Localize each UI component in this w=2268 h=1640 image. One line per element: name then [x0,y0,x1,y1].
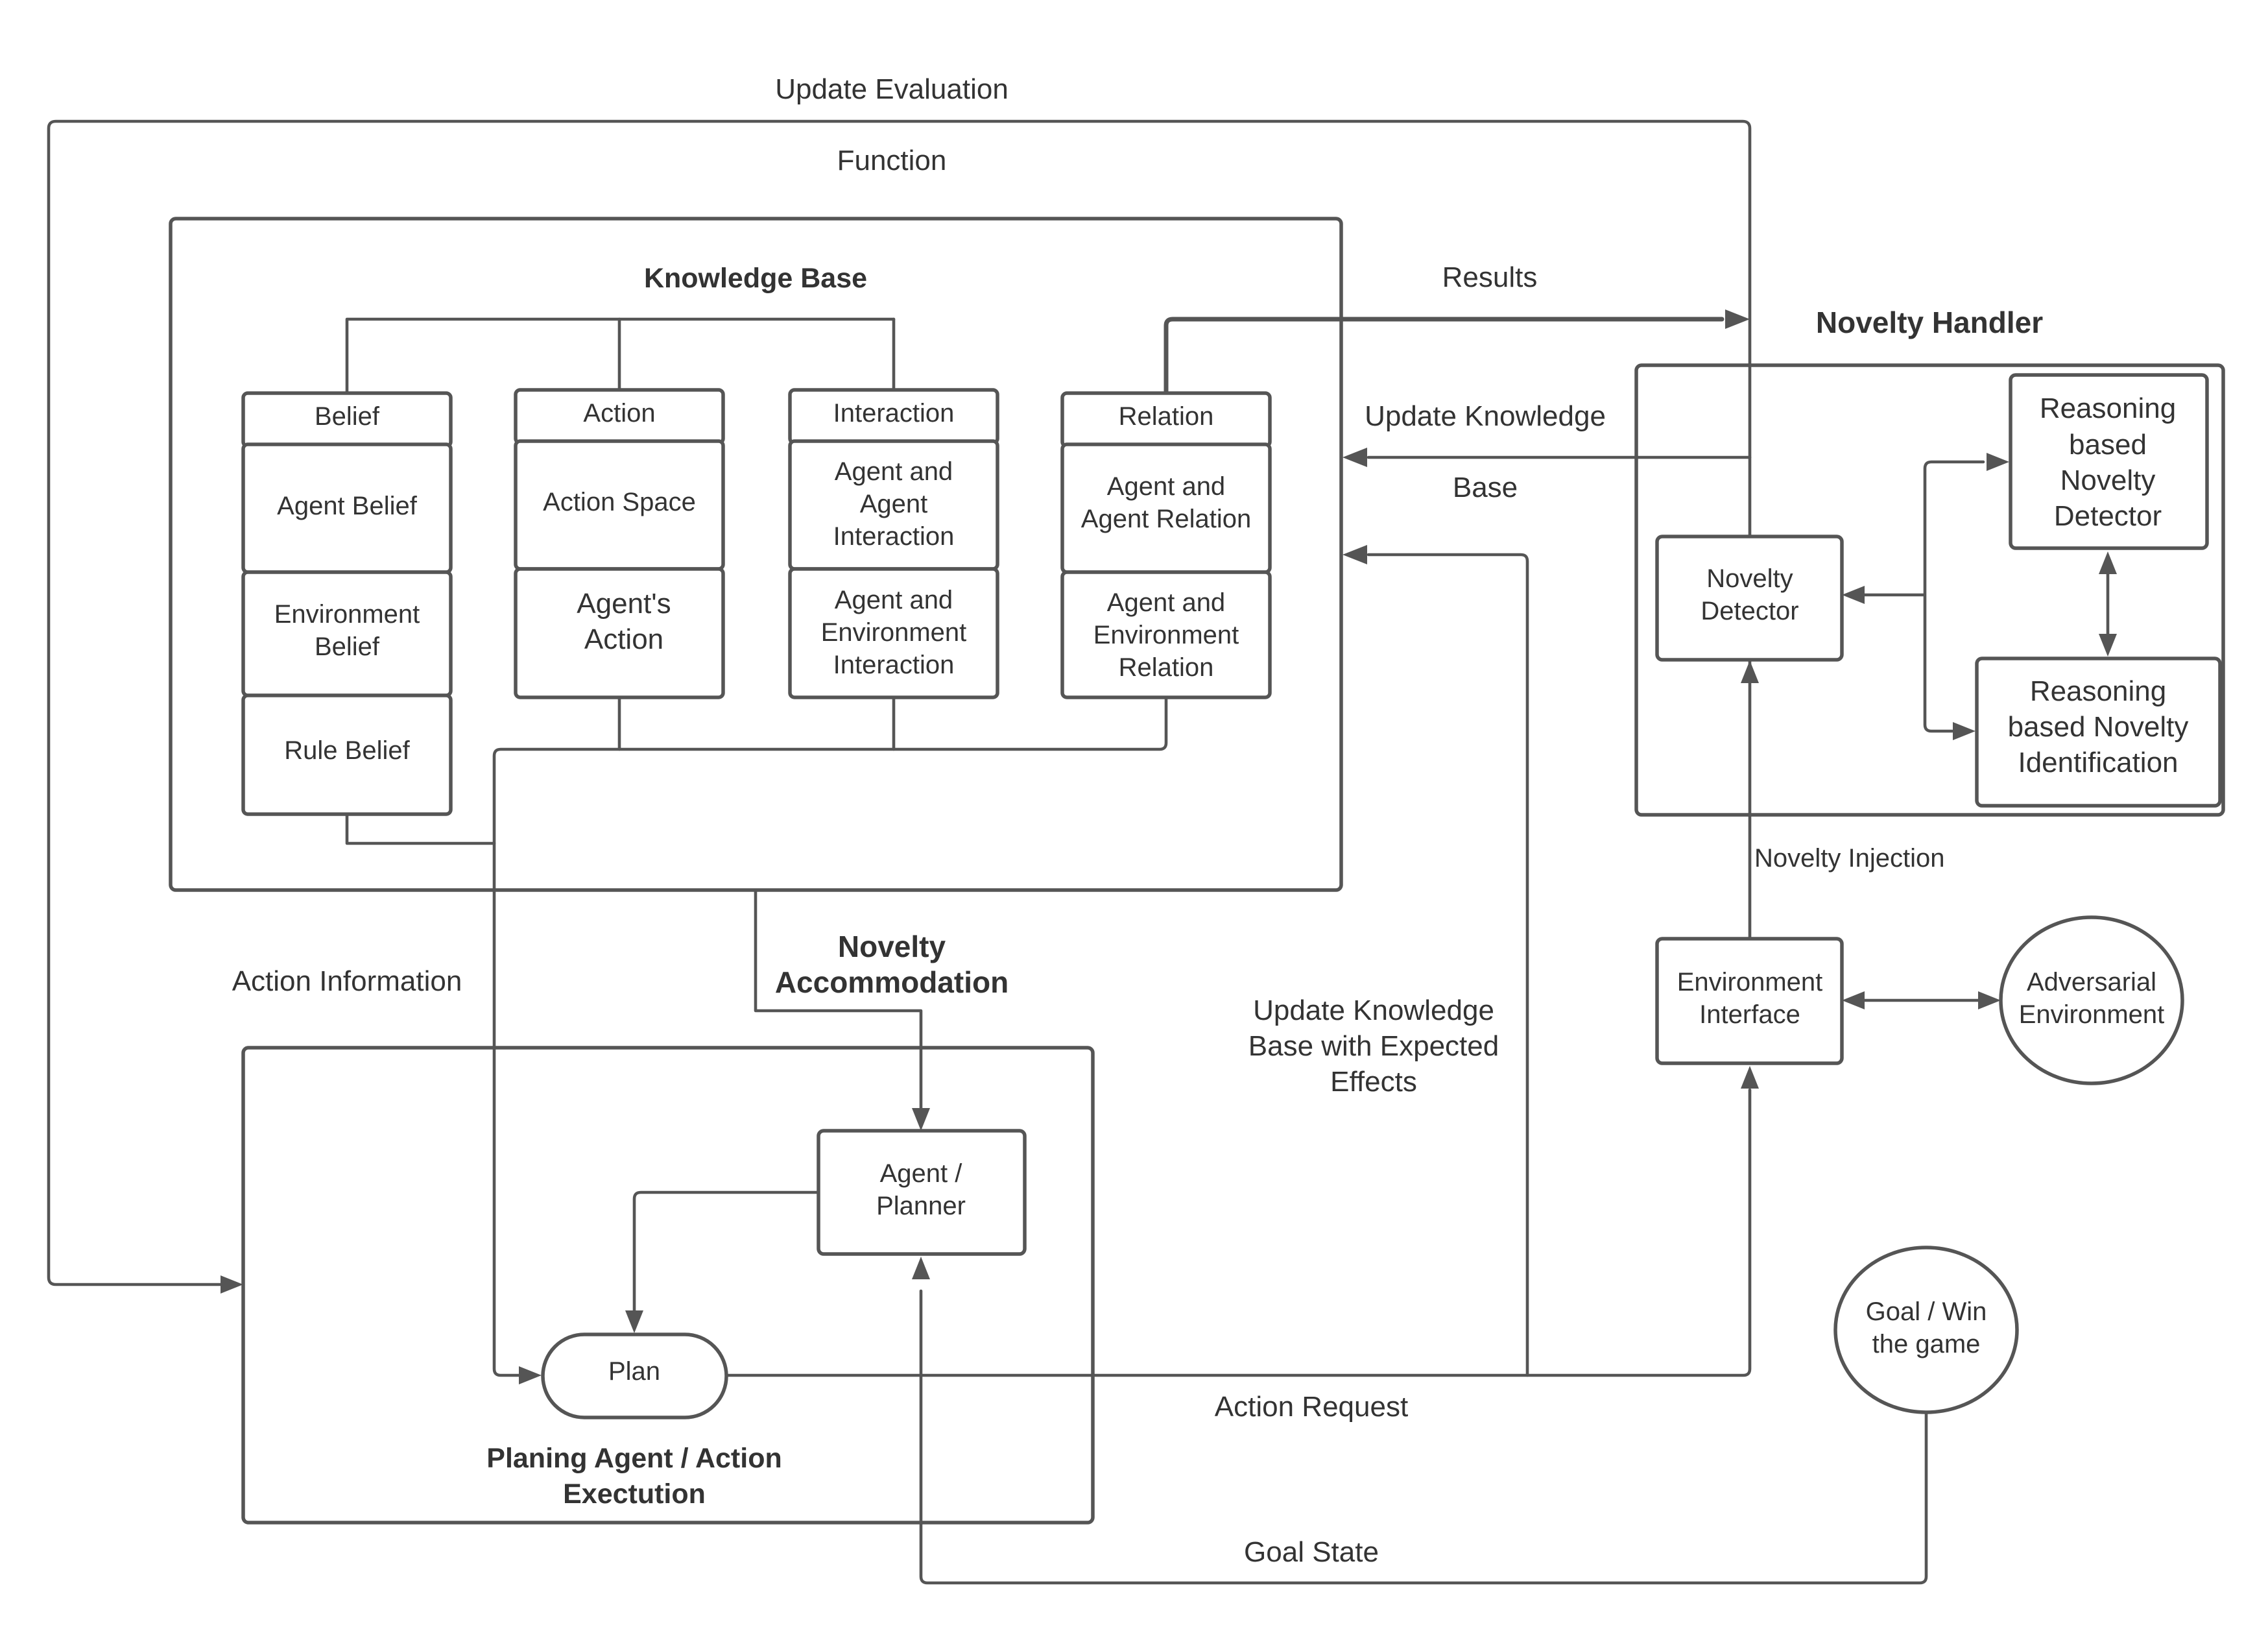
agent-environment-interaction-box [788,567,999,699]
results-connector [1164,317,1725,396]
arrowhead-detector [1842,586,1865,604]
planning-frame [241,1046,1095,1525]
arrowheads [221,309,2117,1384]
arrowhead-adversarial [1978,991,2001,1009]
goal-state-connector [919,1289,1928,1585]
action-space-label: Action Space [543,488,696,516]
arrowhead-plan-left [519,1366,542,1384]
arrowhead-update-knowledge-base [1343,448,1367,467]
knowledge-base-title: Knowledge Base [644,263,867,294]
adversarial-environment-node [1999,915,2184,1085]
plan-label: Plan [608,1357,660,1386]
action-information-label: Action Information [232,965,462,997]
agents-action-box [514,567,725,699]
connectors [47,119,2110,1585]
agent-planner-label: Agent /Planner [876,1159,966,1220]
action-request-label: Action Request [1215,1391,1408,1423]
rule-belief-box [241,693,453,816]
goal-state-label: Goal State [1244,1536,1379,1568]
results-label: Results [1442,261,1538,293]
reasoning-detector-box [2009,373,2209,550]
update-evaluation-connector [47,119,1752,1286]
arrowhead-env-left [1842,991,1865,1009]
interaction-header-label: Interaction [833,399,955,428]
agent-belief-label: Agent Belief [277,492,418,520]
plan-node [541,1332,728,1419]
update-knowledge-base-label-2: Base [1453,472,1518,503]
kb-top-bus [345,317,896,395]
environment-interface-box [1655,937,1844,1065]
belief-bottom-connector [345,812,496,845]
relation-header-label: Relation [1119,402,1214,431]
update-evaluation-label: Update Evaluation [775,73,1009,105]
rule-belief-label: Rule Belief [284,736,410,765]
novelty-handler-title: Novelty Handler [1816,306,2043,339]
arrowhead-novelty-accommodation [912,1108,930,1131]
novelty-handler-frame [1634,363,2225,817]
novelty-detector-box [1655,535,1844,662]
update-evaluation-label-2: Function [837,145,947,176]
arrowhead-env-interface [1741,1066,1759,1089]
novelty-accommodation-connector [754,888,923,1111]
arrowhead-novelty-detector [1741,660,1759,683]
arrowhead-reasoning-detector [1987,453,2009,471]
action-header-label: Action [583,399,655,428]
arrowhead-expected-effects [1343,545,1367,564]
expected-effects-connector [1367,553,1529,1377]
arrowhead-reasoning-down [2099,634,2117,657]
agent-environment-relation-box [1060,570,1272,699]
agent-planner-box [817,1129,1027,1256]
reasoning-identification-box [1975,657,2222,808]
arrowhead-reasoning-up [2099,551,2117,574]
novelty-injection-label: Novelty Injection [1754,844,1944,873]
update-knowledge-base-label: Update Knowledge [1365,400,1606,432]
arrowhead-goal-state [912,1257,930,1279]
arrowhead-results [1725,309,1750,329]
action-request-connector [724,1088,1752,1377]
knowledge-base-frame [169,217,1343,892]
goal-node [1833,1246,2019,1414]
arrowhead-reasoning-identification [1953,722,1976,740]
arrowhead-update-evaluation [221,1275,243,1294]
kb-to-plan-connector [492,695,1168,1377]
detector-reasoning-connector [1858,460,1985,733]
planner-to-plan-connector [632,1190,820,1319]
belief-header-label: Belief [315,402,380,431]
arrowhead-plan-top [625,1310,643,1333]
